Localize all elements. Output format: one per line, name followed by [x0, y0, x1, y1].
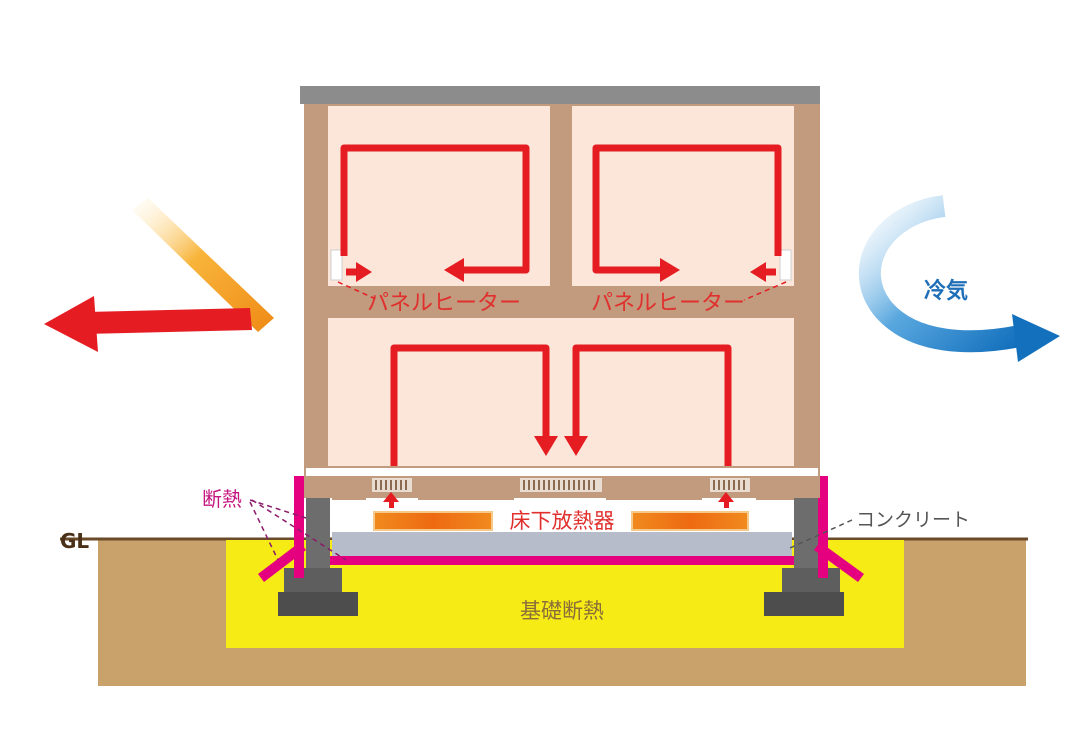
insulation-layers	[258, 476, 864, 582]
concrete-label: コンクリート	[856, 509, 970, 531]
heat-circulation-arrows	[340, 144, 782, 466]
insulation-label: 断熱	[202, 487, 242, 511]
floor-joist	[332, 478, 366, 500]
floor-vent-center	[520, 478, 602, 492]
underfloor-heater-right	[631, 511, 749, 531]
arrowhead	[356, 262, 372, 282]
ground-level-label: GL	[60, 529, 89, 553]
floor-vent-right	[710, 478, 750, 492]
heat-loss-arrow-shaft	[84, 308, 252, 334]
left-footing-upper	[284, 568, 342, 594]
right-skirt-insulation	[814, 542, 864, 582]
left-foundation-wall	[306, 498, 330, 576]
arrowhead	[444, 258, 464, 282]
foundation-insulation-label: 基礎断熱	[520, 599, 604, 623]
sunlight-ray	[132, 198, 274, 332]
roof	[300, 86, 820, 104]
foundation	[278, 498, 844, 616]
lower-right-circulation-arrow	[572, 344, 732, 466]
right-footing	[764, 592, 844, 616]
lower-left-circulation-arrow	[390, 344, 550, 466]
panel-heater-left-leader	[337, 281, 379, 301]
cold-air-arrow	[858, 195, 1060, 362]
floor-top-line	[306, 468, 818, 476]
underfloor-heater-left	[373, 511, 493, 531]
floor-joist	[756, 478, 794, 500]
upper-right-circulation-arrow	[592, 144, 782, 274]
building	[300, 86, 820, 532]
arrowhead	[383, 492, 399, 502]
floor-vents	[372, 478, 750, 492]
upper-right-room	[572, 106, 794, 286]
arrowhead	[718, 492, 734, 502]
floor-joist	[418, 478, 514, 500]
panel-heater-left-unit	[330, 249, 343, 281]
insulation-leader-wall	[249, 499, 307, 519]
leader-lines	[249, 281, 853, 561]
panel-heater-right-label: パネルヒーター	[591, 291, 745, 316]
right-footing-upper	[782, 568, 840, 594]
floor-joist	[606, 478, 702, 500]
concrete-leader	[789, 519, 853, 549]
right-wall-insulation	[818, 476, 828, 578]
insulation-leader-slab	[251, 499, 347, 561]
left-skirt-insulation	[258, 542, 306, 582]
arrowhead	[660, 258, 680, 282]
upper-left-room	[328, 106, 550, 286]
floor-vent-left	[372, 478, 412, 492]
heater-up-arrow-left	[389, 498, 394, 508]
cold-air-arrowhead	[1012, 314, 1060, 362]
right-foundation-wall	[794, 498, 818, 576]
panel-heater-right-unit	[779, 249, 792, 281]
concrete-slab	[332, 532, 792, 556]
insulation-leader-skirt	[249, 501, 279, 561]
upper-left-circulation-arrow	[340, 144, 530, 274]
left-wall-insulation	[294, 476, 304, 578]
cold-air-curve	[858, 195, 1023, 353]
heater-up-arrow-right	[724, 498, 729, 508]
panel-heater-right-leader	[743, 281, 787, 301]
panel-heater-left-label: パネルヒーター	[367, 291, 521, 316]
sunlight-heat-loss	[44, 198, 274, 352]
slab-insulation	[330, 556, 794, 565]
arrowhead	[564, 436, 588, 456]
heat-loss-arrowhead	[44, 296, 98, 352]
cold-air-label: 冷気	[924, 278, 968, 304]
heat-arrowheads	[356, 258, 766, 508]
underfloor-heaters	[373, 511, 749, 531]
left-footing	[278, 592, 358, 616]
underfloor-heater-label: 床下放熱器	[510, 509, 615, 533]
arrowhead	[750, 262, 766, 282]
lower-room	[328, 318, 794, 466]
arrowhead	[534, 436, 558, 456]
